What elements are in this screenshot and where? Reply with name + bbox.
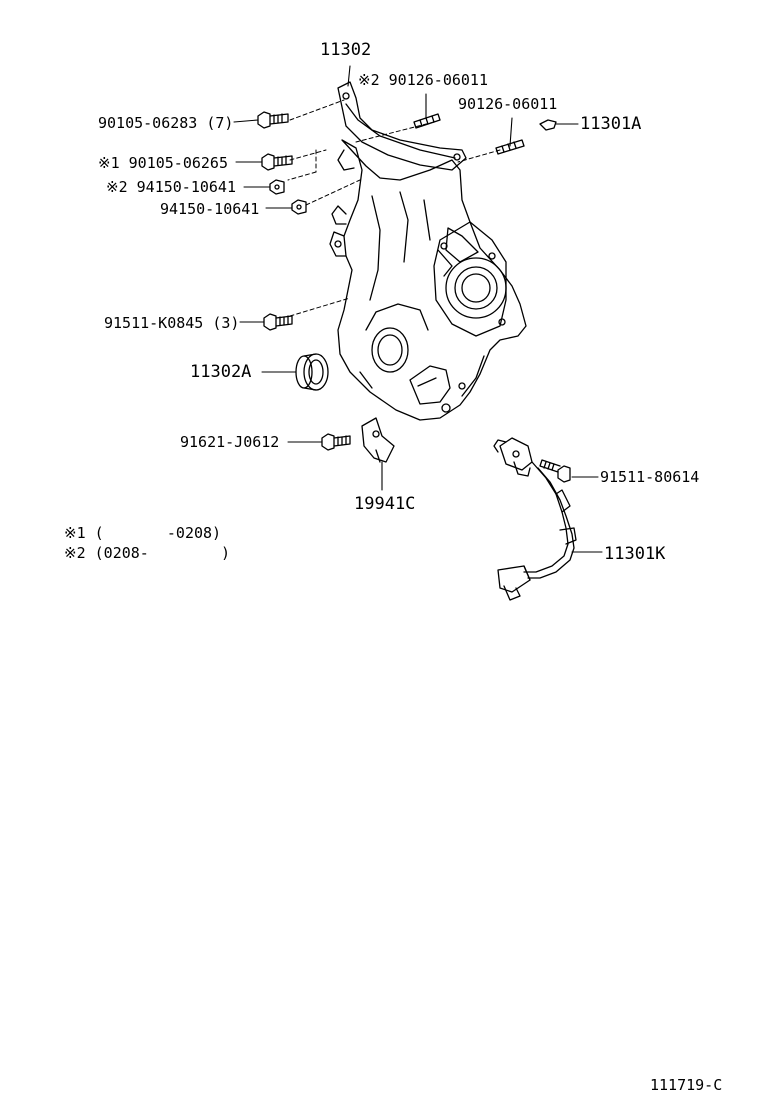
nut-icon: [269, 179, 285, 195]
nut-icon: [291, 199, 307, 215]
pin-icon: [539, 119, 557, 131]
stud-icon: [495, 139, 525, 155]
label-m2-94150-10641: ※2 94150-10641: [106, 178, 236, 196]
label-90126-06011: 90126-06011: [458, 95, 558, 113]
diagram-id: 111719-C: [650, 1076, 723, 1094]
bracket-icon: [361, 417, 395, 463]
legend-note-2: ※2 (0208- ): [64, 544, 231, 562]
label-m1-90105-06265: ※1 90105-06265: [98, 154, 228, 172]
label-11302A: 11302A: [190, 362, 252, 382]
label-m2-90126-06011: ※2 90126-06011: [358, 71, 488, 89]
label-19941C: 19941C: [354, 494, 416, 514]
label-94150-10641: 94150-10641: [160, 200, 260, 218]
bolt-icon: [257, 111, 289, 129]
label-90105-06283: 90105-06283 (7): [98, 114, 234, 132]
crank-sensor-icon: [493, 437, 577, 601]
label-11301K: 11301K: [604, 544, 666, 564]
timing-cover-drawing: [329, 81, 527, 421]
bolt-icon: [539, 459, 571, 483]
oil-seal-icon: [295, 353, 329, 391]
label-91511-K0845: 91511-K0845 (3): [104, 314, 240, 332]
label-91511-80614: 91511-80614: [600, 468, 700, 486]
stud-icon: [413, 113, 441, 129]
bolt-icon: [263, 313, 293, 331]
label-11302: 11302: [320, 40, 372, 60]
legend-note-1: ※1 ( -0208): [64, 524, 222, 542]
bolt-icon: [261, 153, 293, 171]
bolt-icon: [321, 433, 351, 451]
label-91621-J0612: 91621-J0612: [180, 433, 280, 451]
label-11301A: 11301A: [580, 114, 642, 134]
